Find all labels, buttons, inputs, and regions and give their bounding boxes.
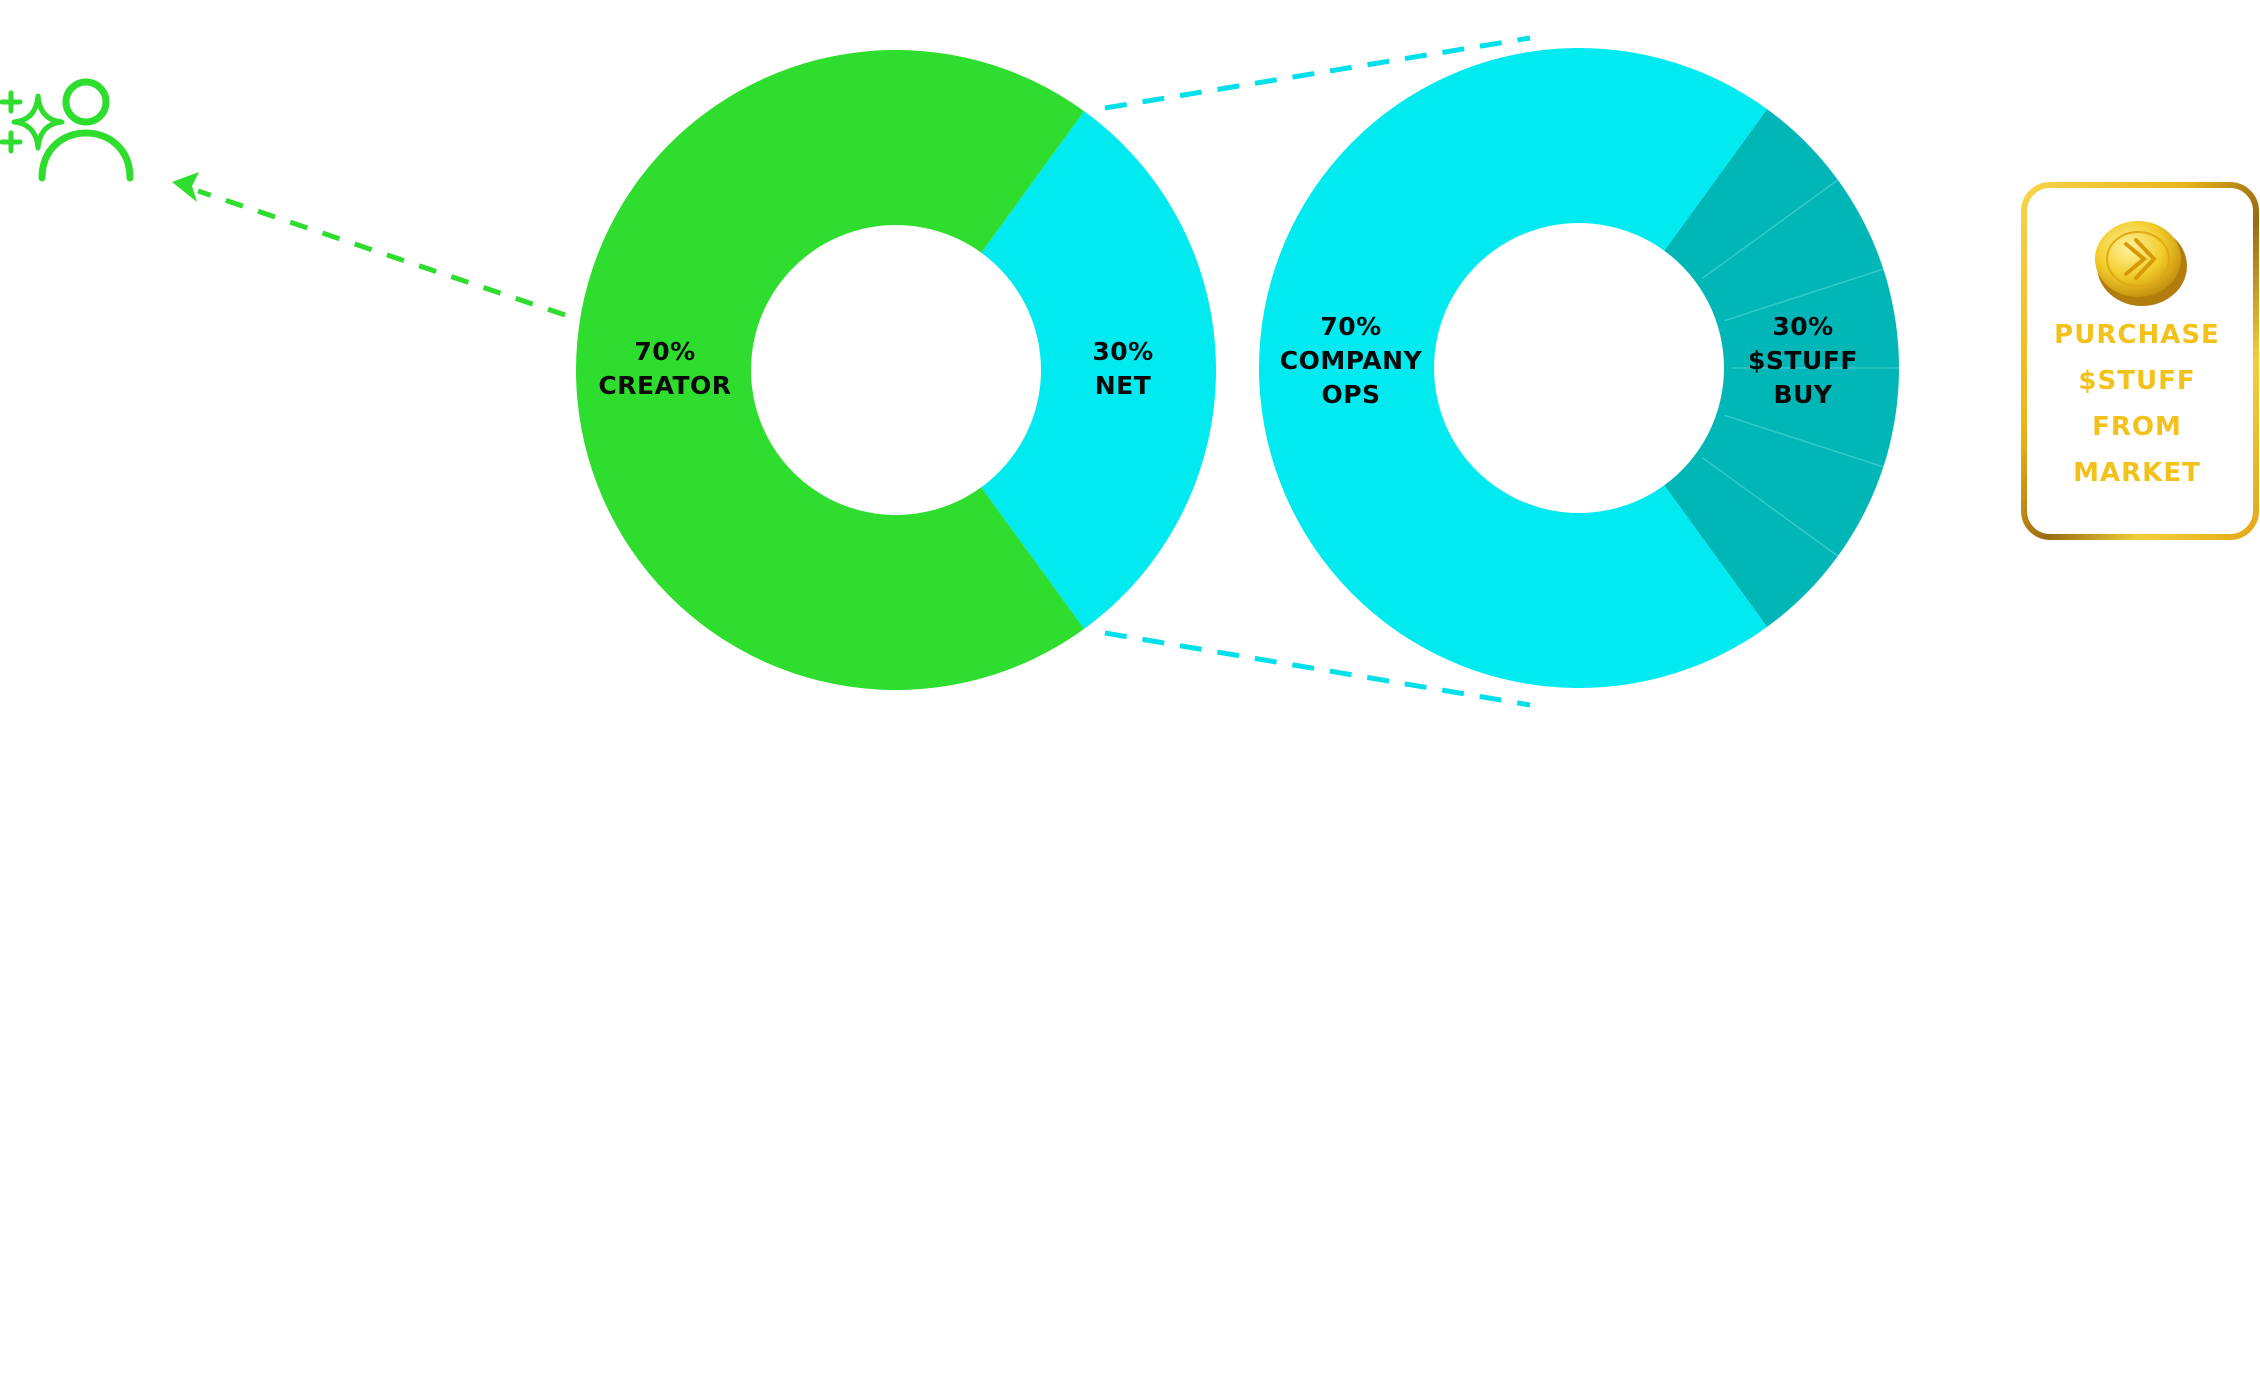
donut-chart-creator-net — [576, 50, 1216, 690]
buy-segment-divider — [1724, 414, 1884, 468]
buy-segment-divider — [1702, 457, 1839, 557]
purchase-card: PURCHASE $STUFF FROM MARKET — [2021, 182, 2259, 540]
ops-company-label: COMPANY — [1280, 346, 1423, 375]
creator-percent-label: 70% — [634, 337, 695, 366]
donut-1-slice-left — [1259, 47, 1768, 688]
buy-segment-divider — [1702, 179, 1839, 279]
buy-segment-dividers — [1702, 179, 1899, 557]
purchase-card-line-4: MARKET — [2073, 458, 2201, 488]
purchase-card-frame — [2021, 182, 2259, 540]
user-sparkle-icon — [0, 78, 134, 182]
connector-lines — [172, 35, 1531, 708]
creator-arrow-line — [197, 188, 566, 318]
purchase-card-line-3: FROM — [2092, 412, 2182, 442]
buy-percent-label: 30% — [1772, 312, 1833, 341]
purchase-card-line-2: $STUFF — [2078, 366, 2195, 396]
zoom-line-top — [1104, 35, 1531, 111]
buy-name-label: BUY — [1774, 380, 1833, 409]
donut-0-slice-right — [981, 111, 1216, 629]
net-name-label: NET — [1095, 371, 1152, 400]
coin-icon — [2095, 221, 2187, 306]
purchase-card-line-1: PURCHASE — [2054, 320, 2220, 350]
donut-0-slice-left — [576, 50, 1085, 690]
buy-segment-divider — [1724, 268, 1884, 322]
arrow-head-icon — [172, 172, 199, 202]
creator-name-label: CREATOR — [598, 371, 731, 400]
donut-labels: 70% CREATOR 30% NET 70% COMPANY OPS 30% … — [598, 312, 1858, 409]
ops-percent-label: 70% — [1320, 312, 1381, 341]
zoom-line-bottom — [1104, 630, 1531, 708]
buy-stuff-label: $STUFF — [1748, 346, 1858, 375]
ops-name-label: OPS — [1321, 380, 1380, 409]
net-percent-label: 30% — [1092, 337, 1153, 366]
